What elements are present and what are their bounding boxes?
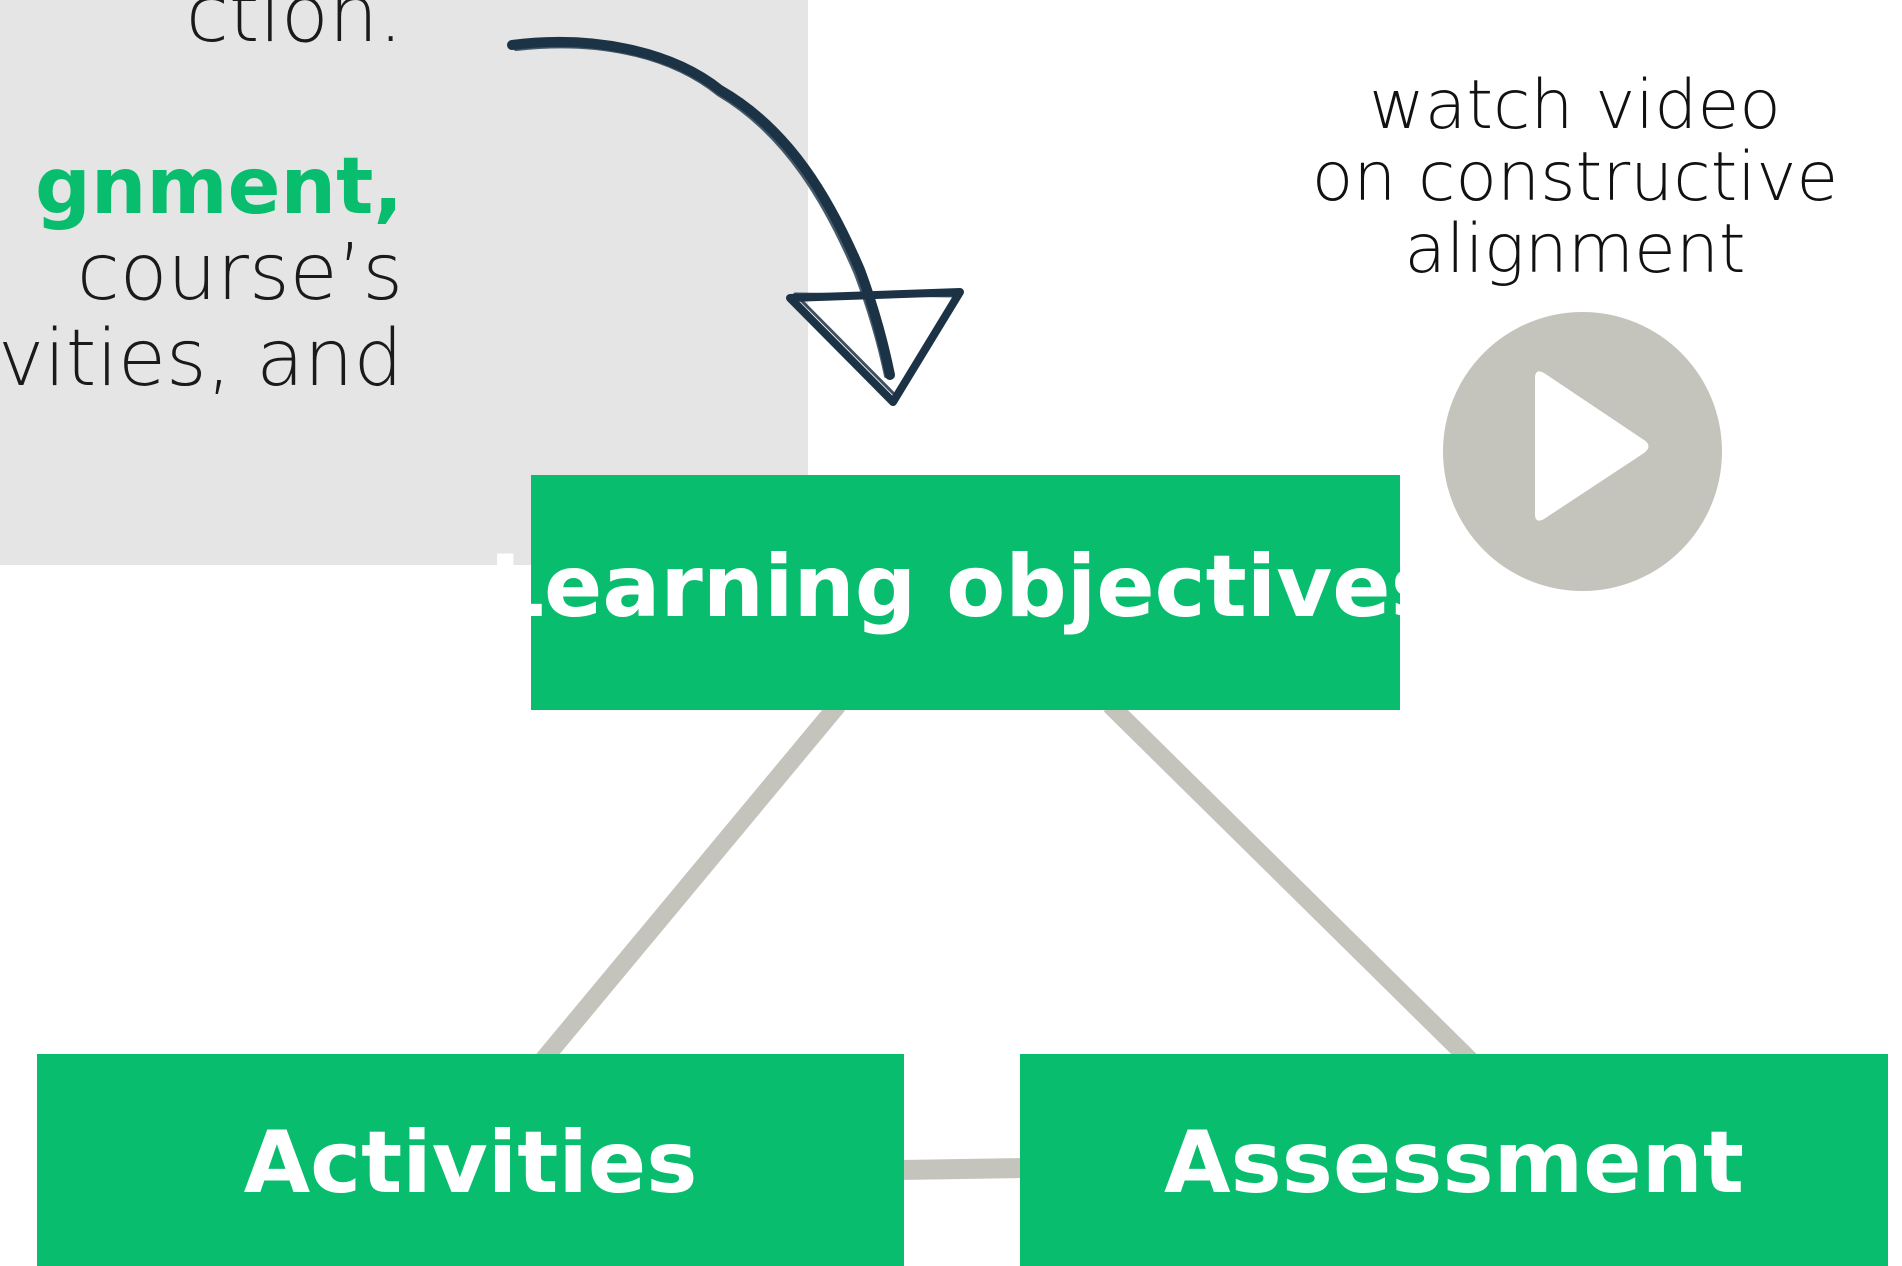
hand-drawn-arrow-head-texture [793, 292, 958, 398]
intro-panel [0, 0, 808, 565]
connector-objectives-activities [536, 699, 845, 1066]
connector-objectives-assessment [1103, 698, 1477, 1067]
intro-text: ction. gnment, course’s ivities, and [0, 0, 403, 402]
hand-drawn-arrow-stroke-texture [514, 44, 888, 378]
play-video-button[interactable] [1443, 312, 1722, 591]
play-icon[interactable] [1443, 312, 1722, 591]
activities-label: Activities [243, 1113, 698, 1213]
learning-objectives-box: Learning objectives [489, 475, 1442, 710]
learning-objectives-label: Learning objectives [489, 536, 1442, 637]
video-caption: watch video on constructive alignment [1300, 70, 1850, 286]
video-caption-line-3: alignment [1404, 210, 1746, 289]
assessment-box: Assessment [1020, 1054, 1888, 1266]
activities-box: Activities [37, 1054, 904, 1266]
hand-drawn-arrow-icon [507, 37, 964, 406]
connector-activities-assessment [899, 1158, 1026, 1180]
intro-line-4: ivities, and [0, 314, 403, 404]
play-triangle [1535, 371, 1649, 521]
intro-line-1: ction. [185, 0, 403, 60]
video-caption-line-1: watch video [1369, 66, 1781, 145]
intro-line-2: gnment, [0, 144, 403, 230]
intro-highlight: gnment [35, 142, 374, 232]
hand-drawn-arrow-stroke [507, 37, 895, 380]
assessment-label: Assessment [1164, 1113, 1744, 1213]
intro-line-3: course’s [76, 228, 403, 318]
intro-highlight-suffix: , [373, 142, 403, 232]
video-caption-line-2: on constructive [1311, 138, 1839, 217]
